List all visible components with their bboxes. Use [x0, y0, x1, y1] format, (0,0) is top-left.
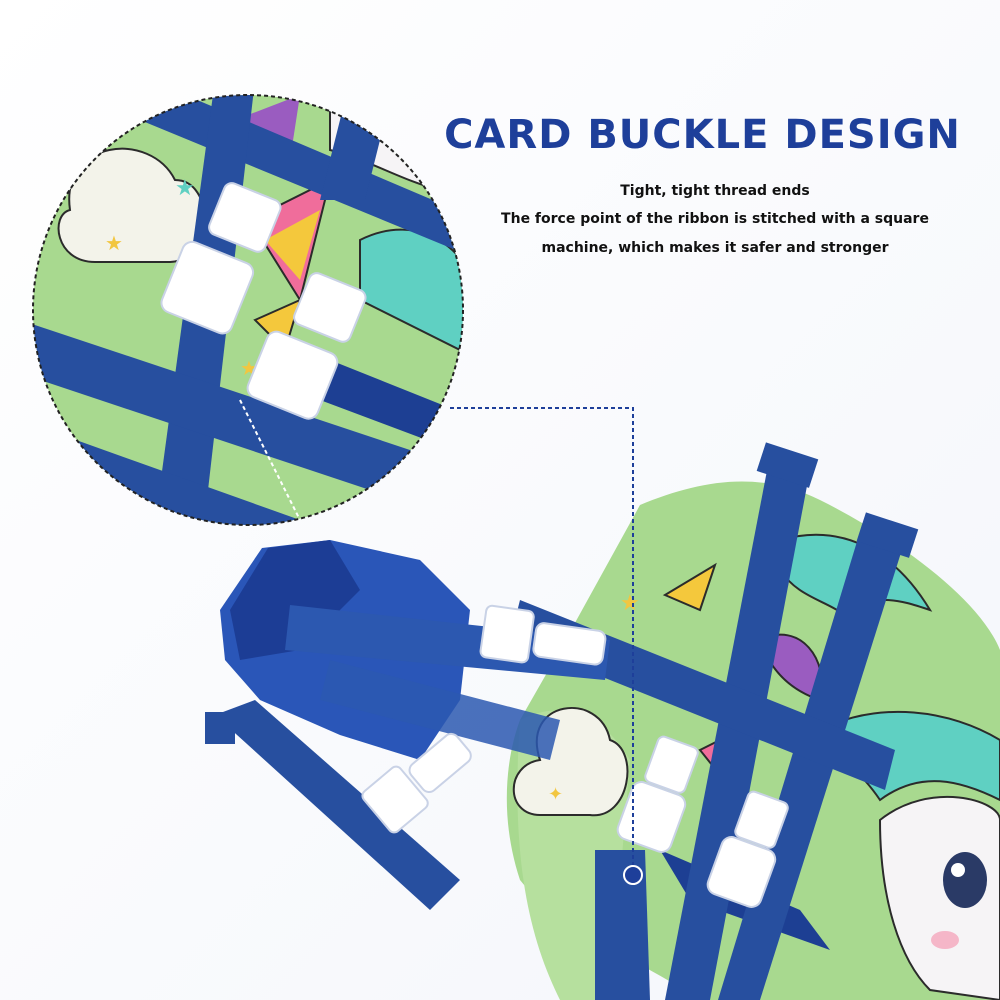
headline: CARD BUCKLE DESIGN	[444, 112, 961, 158]
svg-text:★: ★	[105, 231, 123, 255]
buckle-set-main	[361, 604, 789, 908]
svg-text:✦: ✦	[548, 784, 563, 805]
buckle-icon	[616, 735, 699, 853]
caption-line-2: The force point of the ribbon is stitche…	[501, 211, 929, 227]
star-icon: ★	[620, 591, 640, 616]
unicorn-face	[878, 796, 1000, 1000]
buckle-icon	[361, 732, 472, 834]
caption-line-1: Tight, tight thread ends	[620, 183, 810, 199]
zoom-circle-outline	[32, 94, 464, 526]
vest-straps	[205, 442, 919, 1000]
callout-leader-line	[450, 407, 643, 885]
svg-text:★: ★	[175, 176, 195, 201]
buckle-icon	[479, 604, 607, 666]
caption-line-3: machine, which makes it safer and strong…	[541, 240, 889, 256]
buckle-icon	[706, 790, 789, 908]
callout-dot-icon	[623, 865, 643, 885]
